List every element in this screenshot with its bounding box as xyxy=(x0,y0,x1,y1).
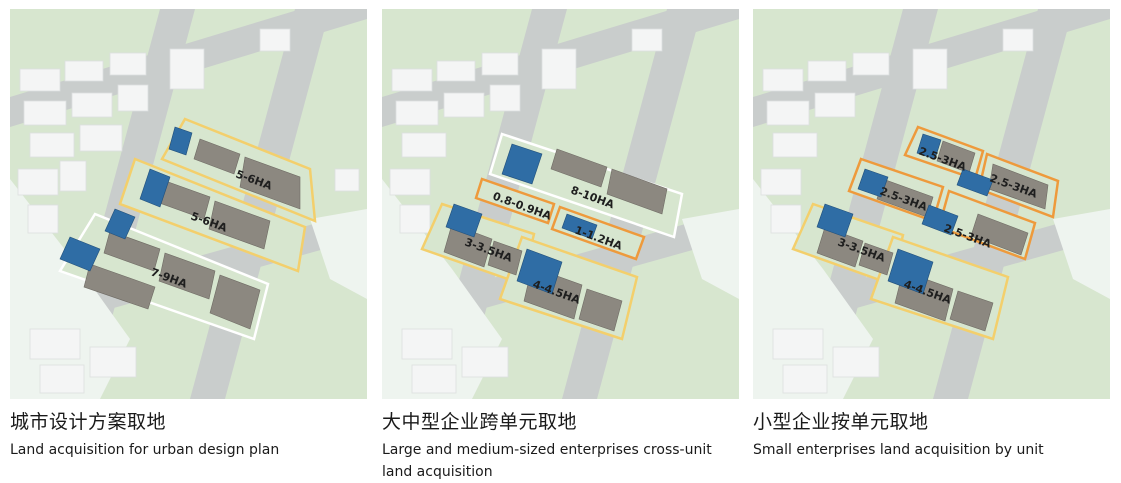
blue-buildings xyxy=(445,143,598,295)
water xyxy=(1053,209,1110,299)
context-buildings xyxy=(17,28,360,394)
panel-cross-unit: 8-10HA 0.8-0.9HA 1-1.2HA 3-3.5HA 4-4.5HA… xyxy=(382,9,739,483)
caption-title-cn: 城市设计方案取地 xyxy=(10,411,167,433)
caption-title-cn: 大中型企业跨单元取地 xyxy=(382,411,578,433)
site-map-1: 5-6HA 5-6HA 7-9HA xyxy=(10,9,367,399)
site-map-3: 2.5-3HA 2.5-3HA 2.5-3HA 2.5-3HA 3-3.5HA … xyxy=(753,9,1110,399)
blue-buildings xyxy=(59,126,193,272)
blue-buildings xyxy=(816,133,994,295)
panel-urban-design: 5-6HA 5-6HA 7-9HA 城市设计方案取地 Land acquisit… xyxy=(10,9,367,461)
industrial-buildings xyxy=(816,140,1049,332)
context-buildings xyxy=(389,28,663,394)
caption-title-cn: 小型企业按单元取地 xyxy=(753,411,929,433)
industrial-buildings xyxy=(83,138,301,330)
caption-title-en: Large and medium-sized enterprises cross… xyxy=(382,442,712,480)
plot-outline-orange xyxy=(474,177,556,225)
water xyxy=(310,209,367,299)
caption-title-en: Land acquisition for urban design plan xyxy=(10,442,280,458)
site-map-2: 8-10HA 0.8-0.9HA 1-1.2HA 3-3.5HA 4-4.5HA xyxy=(382,9,739,399)
caption-title-en: Small enterprises land acquisition by un… xyxy=(753,442,1044,458)
water xyxy=(682,209,739,299)
industrial-buildings xyxy=(443,148,668,332)
context-buildings xyxy=(760,28,1034,394)
panel-by-unit: 2.5-3HA 2.5-3HA 2.5-3HA 2.5-3HA 3-3.5HA … xyxy=(753,9,1110,461)
